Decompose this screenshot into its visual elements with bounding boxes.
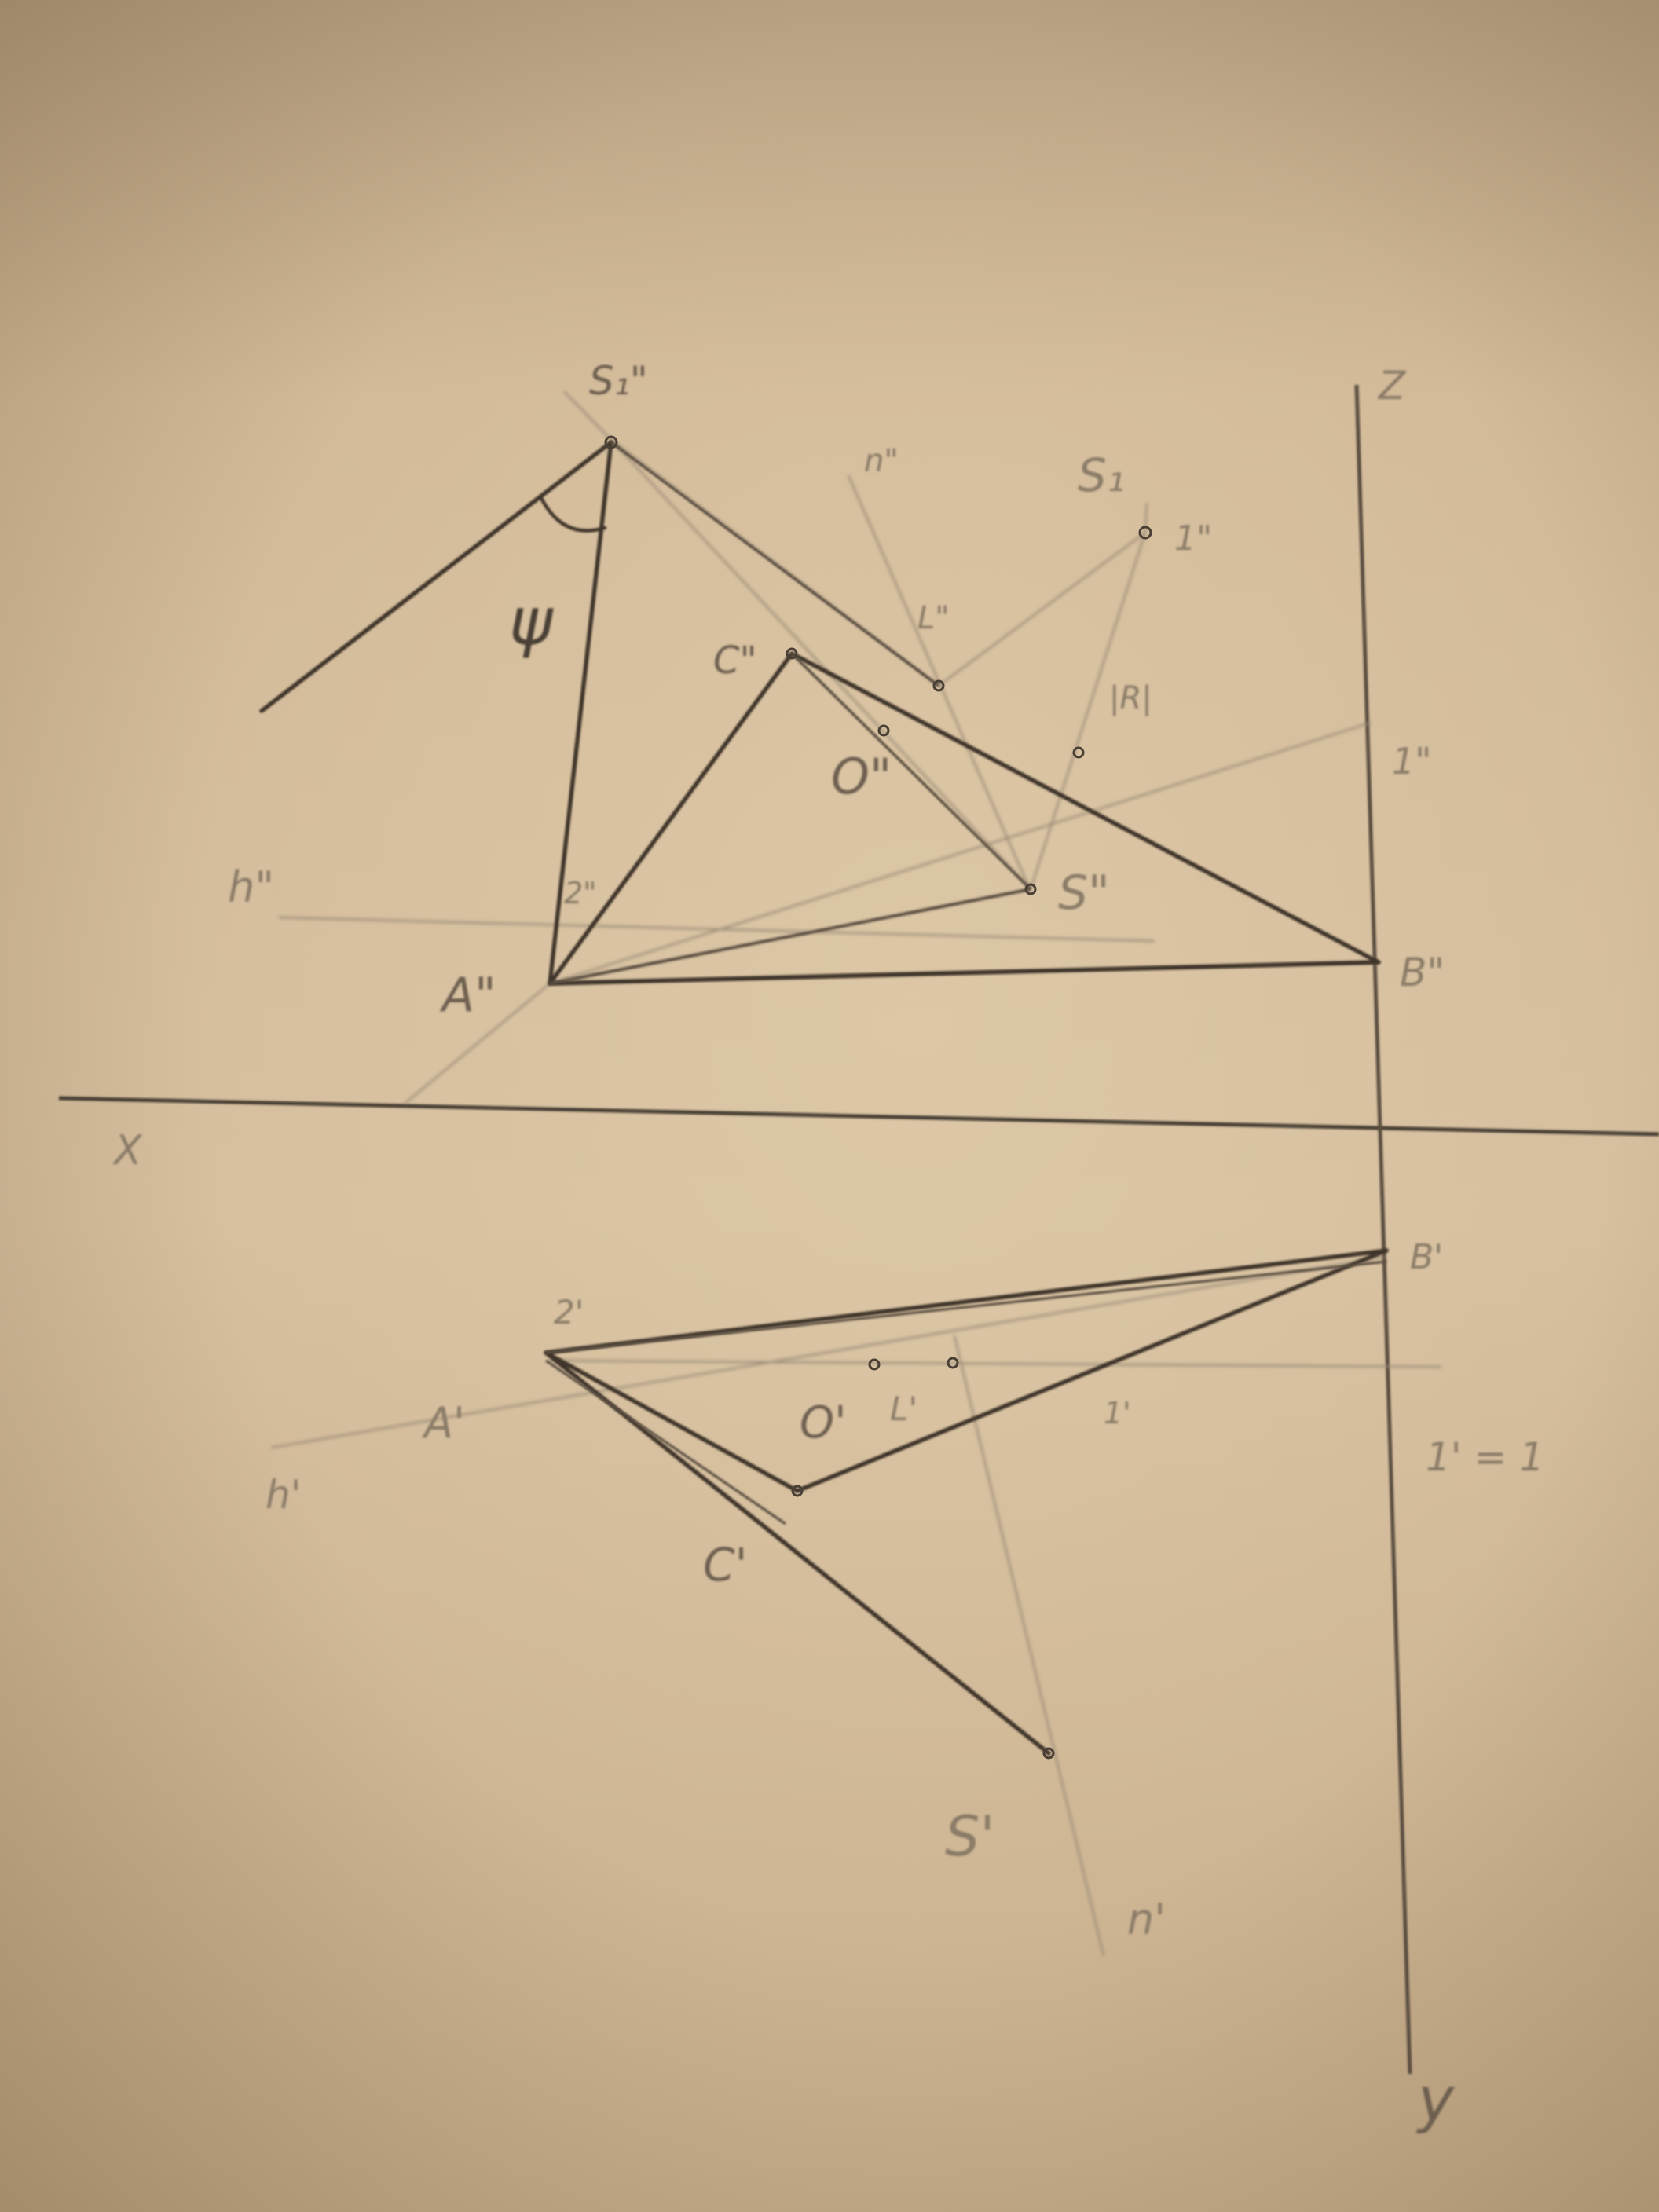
s1-to-s-front-line <box>1029 532 1147 890</box>
label-one-eq: 1' = 1 <box>1426 1434 1544 1480</box>
point-o-front <box>877 724 890 737</box>
label-c-front: C" <box>713 639 757 683</box>
point-s-front <box>1024 883 1037 895</box>
label-a-front: A" <box>439 968 496 1023</box>
top-projection <box>544 1248 1389 1756</box>
s1-to-a-front-edge <box>548 440 613 986</box>
a-to-one-front-line <box>549 721 1372 985</box>
c-to-s-front-edge <box>790 652 1032 891</box>
label-two-front: 2" <box>564 876 597 910</box>
s1-extension-line <box>563 390 612 441</box>
point-c-top <box>791 1485 804 1497</box>
a-to-c-front-edge <box>548 651 794 986</box>
label-n-front: n" <box>864 443 899 479</box>
horizontal-top-line <box>549 1359 1442 1368</box>
a-to-b-top-edge <box>544 1248 1389 1355</box>
label-angle-phi: ψ <box>509 583 554 660</box>
label-h-top: h' <box>266 1472 301 1518</box>
projection-axes <box>58 384 1659 2075</box>
a-to-b-front-edge <box>548 960 1381 986</box>
label-s1-side: S₁ <box>1078 449 1125 502</box>
angle-arc <box>538 494 607 533</box>
point-o-top <box>868 1358 881 1371</box>
s1-to-b-ray <box>610 441 940 687</box>
label-s1-front: S₁" <box>589 358 648 404</box>
top-medium-lines <box>545 1260 1387 1525</box>
point-s1-front <box>604 435 618 449</box>
label-axis-x: X <box>112 1127 143 1174</box>
label-two-top: 2' <box>554 1293 584 1331</box>
x-axis-line <box>58 1096 1659 1137</box>
a-to-s-top-edge <box>544 1350 1051 1756</box>
front-medium-lines <box>549 441 1032 985</box>
s1-to-s-front-ray <box>610 439 1031 890</box>
label-n-top: n' <box>1127 1895 1166 1944</box>
point-s-top <box>1042 1747 1055 1760</box>
a-to-c-top-edge <box>544 1350 800 1493</box>
label-rn: |R| <box>1109 680 1152 716</box>
label-o-top: O' <box>800 1397 846 1448</box>
label-c-top: C' <box>703 1538 747 1591</box>
label-b-top: B' <box>1410 1237 1443 1277</box>
label-one-front-small: 1" <box>1174 518 1212 558</box>
label-axis-y: y <box>1416 2065 1456 2136</box>
point-l-top <box>947 1357 959 1369</box>
label-b-front: B" <box>1400 950 1445 995</box>
a-to-s-top-inner <box>545 1359 786 1525</box>
label-s-front: S" <box>1058 866 1110 921</box>
s1-to-l-line <box>938 532 1146 687</box>
label-one-top: 1' <box>1104 1396 1131 1430</box>
n-top-line <box>953 1335 1105 1957</box>
point-l-front <box>932 679 945 692</box>
h-top-line <box>270 1255 1385 1449</box>
label-l-front: L" <box>917 600 950 636</box>
points <box>604 435 1152 1760</box>
point-one-front <box>1072 746 1085 759</box>
point-s1-side <box>1138 526 1152 540</box>
phi-ray-line <box>259 440 613 713</box>
label-axis-z: Z <box>1377 363 1407 408</box>
c-to-b-front-edge <box>789 651 1381 965</box>
label-l-top: L' <box>890 1390 917 1428</box>
a-to-b-top-inner <box>545 1260 1387 1354</box>
label-a-top: A' <box>422 1398 465 1448</box>
h-front-line <box>278 916 1155 943</box>
b-to-c-top-edge <box>795 1248 1389 1493</box>
label-s-top: S' <box>945 1804 995 1869</box>
z-y-axis-line <box>1354 384 1412 2075</box>
label-o-front: O" <box>831 748 892 805</box>
extension-to-x-line <box>404 983 551 1104</box>
s-front-to-a-edge <box>549 888 1031 985</box>
label-one-front: 1" <box>1392 740 1431 782</box>
labels: Z X y S₁" S₁ ψ C" O" S" A" B" h" n" L" 2… <box>112 358 1544 2136</box>
label-h-front: h" <box>228 862 274 912</box>
front-projection <box>259 440 1381 986</box>
point-c-front <box>786 647 798 660</box>
